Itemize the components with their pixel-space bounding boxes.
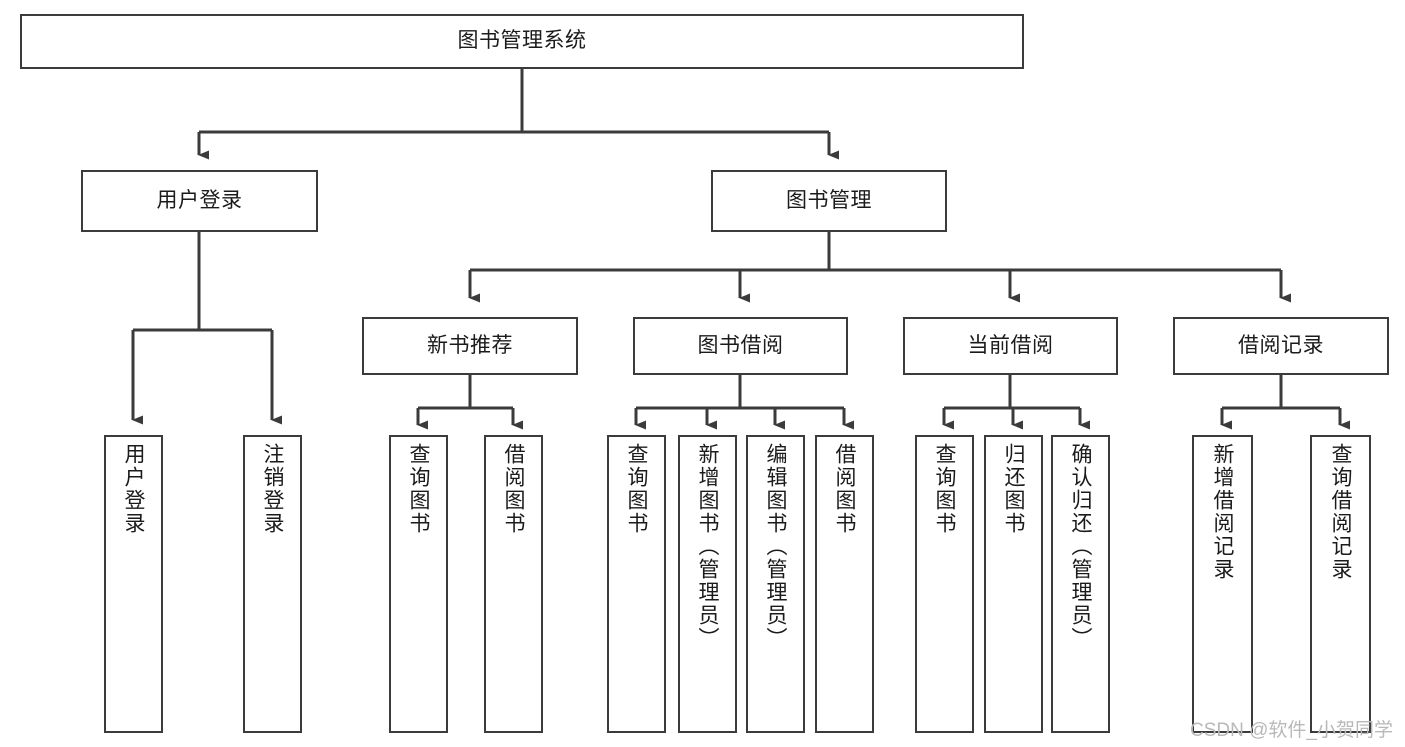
node-leaf-borrow-book-2-label: 借阅图书 <box>833 443 856 535</box>
node-leaf-query-record[interactable]: 查询借阅记录 <box>1310 435 1371 733</box>
node-leaf-confirm-return-label: 确认归还（管理员） <box>1069 443 1092 650</box>
node-borrow-record[interactable]: 借阅记录 <box>1173 317 1389 375</box>
node-leaf-add-book[interactable]: 新增图书（管理员） <box>678 435 737 733</box>
node-leaf-edit-book-label: 编辑图书（管理员） <box>764 443 787 650</box>
node-leaf-query-book-1[interactable]: 查询图书 <box>389 435 448 733</box>
node-leaf-borrow-book-1-label: 借阅图书 <box>502 443 525 535</box>
node-leaf-borrow-book-1[interactable]: 借阅图书 <box>484 435 543 733</box>
node-new-book-recommend[interactable]: 新书推荐 <box>362 317 578 375</box>
node-leaf-add-record[interactable]: 新增借阅记录 <box>1192 435 1253 733</box>
node-leaf-query-book-2-label: 查询图书 <box>625 443 648 535</box>
node-leaf-confirm-return[interactable]: 确认归还（管理员） <box>1051 435 1110 733</box>
node-user-login[interactable]: 用户登录 <box>81 170 318 232</box>
node-leaf-user-login-label: 用户登录 <box>122 443 145 535</box>
node-leaf-query-record-label: 查询借阅记录 <box>1329 443 1352 581</box>
node-root[interactable]: 图书管理系统 <box>20 14 1024 69</box>
node-borrow-record-label: 借阅记录 <box>1238 333 1324 357</box>
node-leaf-logout-login[interactable]: 注销登录 <box>243 435 302 733</box>
node-user-login-label: 用户登录 <box>156 188 243 212</box>
node-leaf-user-login[interactable]: 用户登录 <box>104 435 163 733</box>
node-leaf-add-record-label: 新增借阅记录 <box>1211 443 1234 581</box>
node-leaf-borrow-book-2[interactable]: 借阅图书 <box>815 435 874 733</box>
node-leaf-logout-login-label: 注销登录 <box>261 443 284 535</box>
node-leaf-query-book-2[interactable]: 查询图书 <box>607 435 666 733</box>
node-leaf-query-book-3-label: 查询图书 <box>933 443 956 535</box>
node-current-borrow-label: 当前借阅 <box>967 333 1054 357</box>
node-book-borrow-label: 图书借阅 <box>697 333 784 357</box>
node-leaf-return-book[interactable]: 归还图书 <box>984 435 1043 733</box>
node-book-manage[interactable]: 图书管理 <box>711 170 947 232</box>
node-leaf-return-book-label: 归还图书 <box>1002 443 1025 535</box>
node-book-borrow[interactable]: 图书借阅 <box>633 317 848 375</box>
node-leaf-query-book-1-label: 查询图书 <box>407 443 430 535</box>
node-book-manage-label: 图书管理 <box>786 188 872 212</box>
node-leaf-edit-book[interactable]: 编辑图书（管理员） <box>746 435 805 733</box>
node-root-label: 图书管理系统 <box>457 29 587 53</box>
node-leaf-query-book-3[interactable]: 查询图书 <box>915 435 974 733</box>
node-current-borrow[interactable]: 当前借阅 <box>903 317 1118 375</box>
node-new-book-recommend-label: 新书推荐 <box>427 333 513 357</box>
node-leaf-add-book-label: 新增图书（管理员） <box>696 443 719 650</box>
